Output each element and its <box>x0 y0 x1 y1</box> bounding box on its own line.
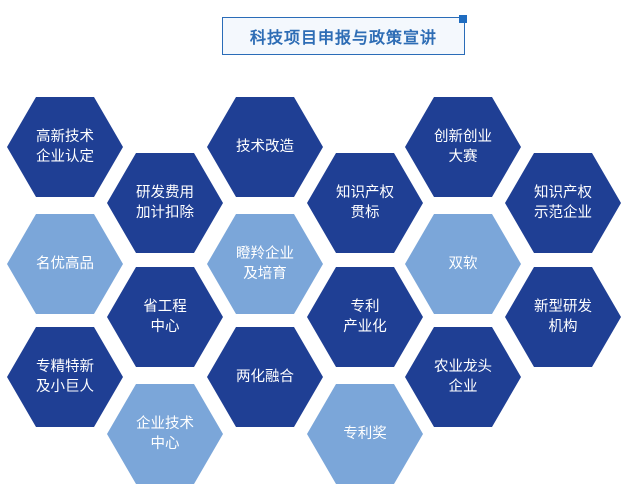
hexagon-label: 研发费用 加计扣除 <box>136 185 194 221</box>
hexagon-label: 技术改造 <box>236 139 294 155</box>
hexagon-label: 省工程 中心 <box>143 299 187 335</box>
hexagon-label: 双软 <box>448 256 478 272</box>
hexagon-label: 高新技术 企业认定 <box>36 129 94 165</box>
hexagon-label: 瞪羚企业 及培育 <box>236 246 294 282</box>
hexagon-item: 新型研发 机构 <box>505 267 621 367</box>
hexagon-label: 专利奖 <box>343 426 387 442</box>
hexagon-item: 两化融合 <box>207 327 323 427</box>
hexagon-label: 知识产权 示范企业 <box>534 185 592 221</box>
hexagon-label: 专精特新 及小巨人 <box>36 359 94 395</box>
hexagon-item: 高新技术 企业认定 <box>7 97 123 197</box>
corner-decoration <box>459 15 467 23</box>
hexagon-item: 技术改造 <box>207 97 323 197</box>
hexagon-item: 瞪羚企业 及培育 <box>207 214 323 314</box>
hexagon-item: 专利奖 <box>307 384 423 484</box>
hexagon-item: 研发费用 加计扣除 <box>107 153 223 253</box>
hexagon-item: 专精特新 及小巨人 <box>7 327 123 427</box>
hexagon-label: 名优高品 <box>36 256 94 272</box>
hexagon-item: 专利 产业化 <box>307 267 423 367</box>
hexagon-item: 名优高品 <box>7 214 123 314</box>
hexagon-label: 知识产权 贯标 <box>336 185 394 221</box>
hexagon-label: 两化融合 <box>236 369 294 385</box>
hexagon-item: 省工程 中心 <box>107 267 223 367</box>
hexagon-label: 新型研发 机构 <box>534 299 592 335</box>
title-box: 科技项目申报与政策宣讲 <box>222 17 465 55</box>
hexagon-item: 知识产权 示范企业 <box>505 153 621 253</box>
page-title: 科技项目申报与政策宣讲 <box>249 28 437 47</box>
hexagon-label: 农业龙头 企业 <box>434 359 492 395</box>
hexagon-item: 企业技术 中心 <box>107 384 223 484</box>
hexagon-item: 农业龙头 企业 <box>405 327 521 427</box>
hexagon-label: 创新创业 大赛 <box>434 129 492 165</box>
hexagon-item: 双软 <box>405 214 521 314</box>
hexagon-label: 企业技术 中心 <box>136 416 194 452</box>
hexagon-item: 创新创业 大赛 <box>405 97 521 197</box>
hexagon-item: 知识产权 贯标 <box>307 153 423 253</box>
hexagon-label: 专利 产业化 <box>343 299 387 335</box>
